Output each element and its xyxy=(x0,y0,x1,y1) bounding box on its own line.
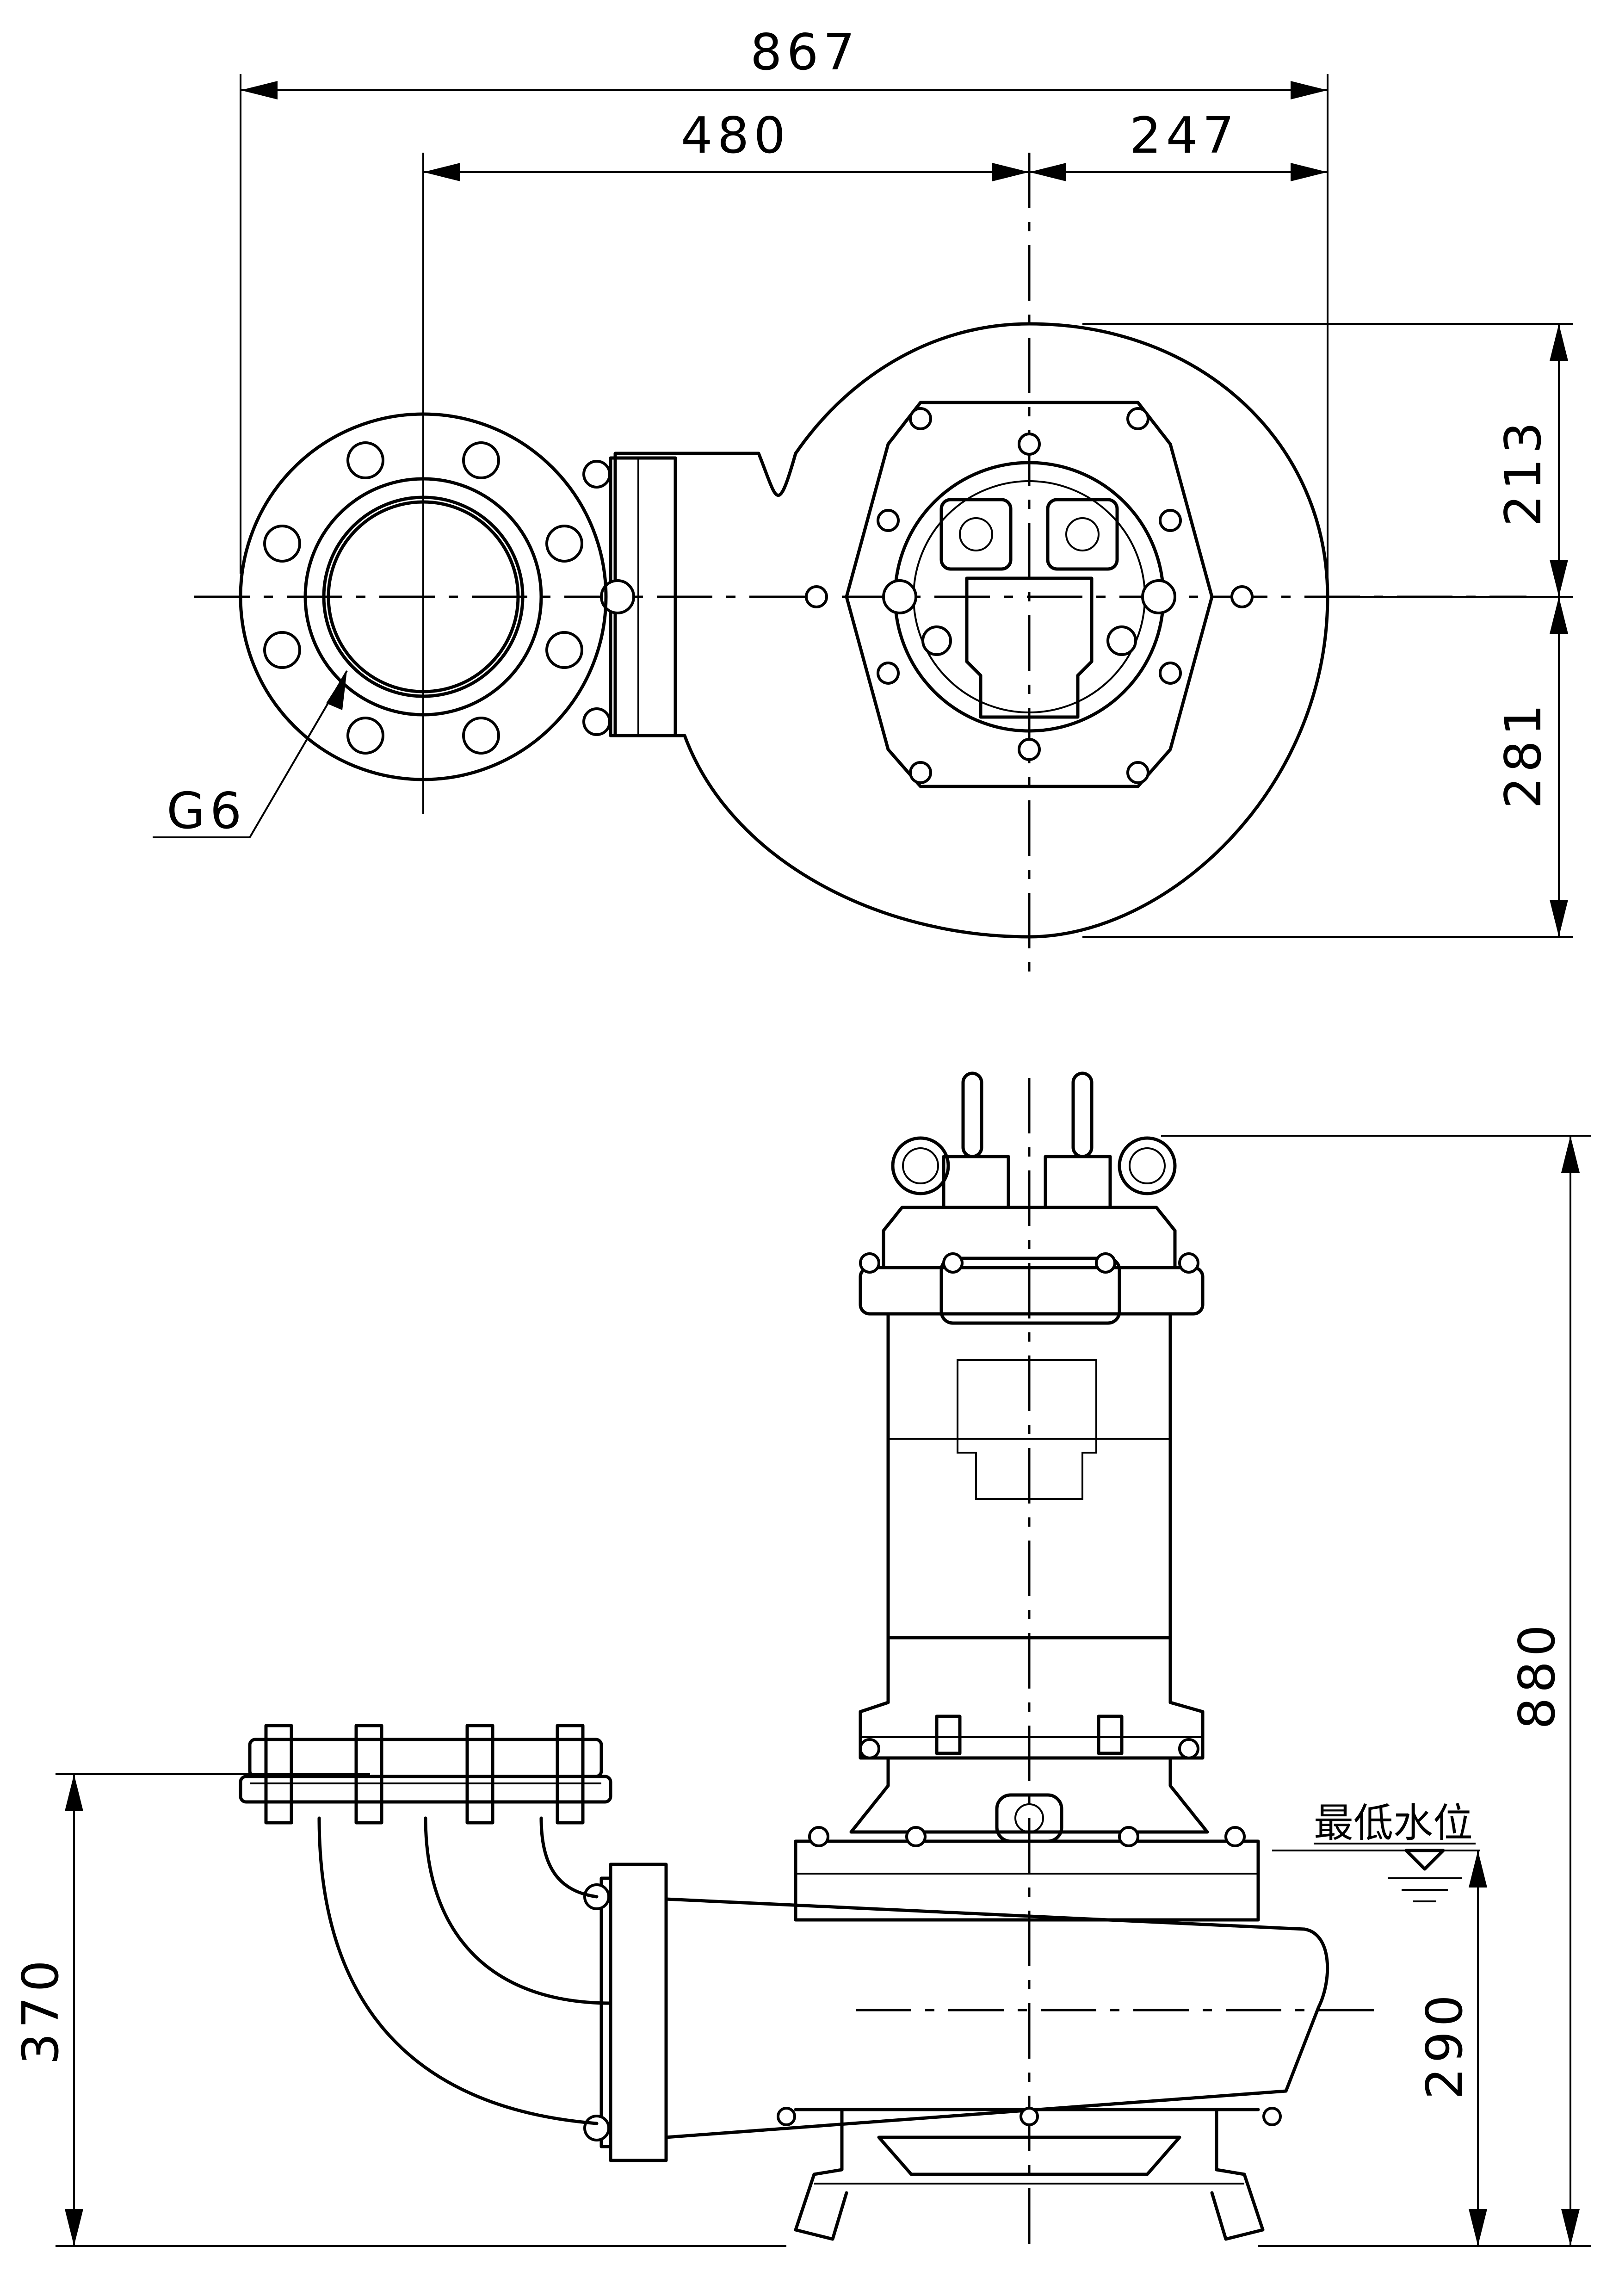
dimension-867-text: 867 xyxy=(750,24,859,81)
base-stand xyxy=(777,2107,1282,2241)
volute-casing xyxy=(613,322,1329,939)
motor-cap xyxy=(859,1206,1205,1325)
g6-leader: G6 xyxy=(153,670,348,840)
dimension-290: 290 最低水位 xyxy=(1272,1800,1487,2246)
flange-bolts xyxy=(263,441,583,755)
dimension-213-281: 213 281 xyxy=(1082,323,1573,938)
top-flange-bolts xyxy=(264,1724,585,1825)
min-water-level-label: 最低水位 xyxy=(1314,1800,1473,1846)
volute-elevation xyxy=(664,1897,1329,2139)
bend-pipes xyxy=(317,1816,612,2125)
dimension-867: 867 xyxy=(240,24,1329,588)
discharge-branch xyxy=(582,456,677,737)
dimension-480-text: 480 xyxy=(681,107,790,165)
dimension-370: 370 xyxy=(12,1773,786,2247)
dimension-290-text: 290 xyxy=(1416,1990,1474,2099)
top-flange-elevation xyxy=(239,1724,612,1825)
dimension-213-text: 213 xyxy=(1495,417,1552,526)
motor-body xyxy=(859,1312,1205,1760)
flange-ring xyxy=(239,412,608,781)
dimension-247-text: 247 xyxy=(1130,107,1239,165)
plan-view: 867 480 247 213 281 xyxy=(153,24,1573,981)
flange-standard-label: G6 xyxy=(167,782,246,840)
dimension-880: 880 xyxy=(1161,1135,1591,2247)
discharge-flange-elevation xyxy=(583,1863,668,2162)
dimension-370-text: 370 xyxy=(12,1956,70,2065)
dimension-281-text: 281 xyxy=(1495,699,1552,809)
elevation-view: 880 370 290 最低水位 xyxy=(12,1071,1591,2258)
dimension-880-text: 880 xyxy=(1508,1620,1566,1729)
dimension-480-247: 480 247 xyxy=(422,107,1328,814)
pump-bracket xyxy=(794,1756,1260,1922)
cable-inlets xyxy=(939,498,1119,571)
lifting-eyes xyxy=(891,1071,1177,1209)
motor-top-cover xyxy=(805,401,1254,788)
